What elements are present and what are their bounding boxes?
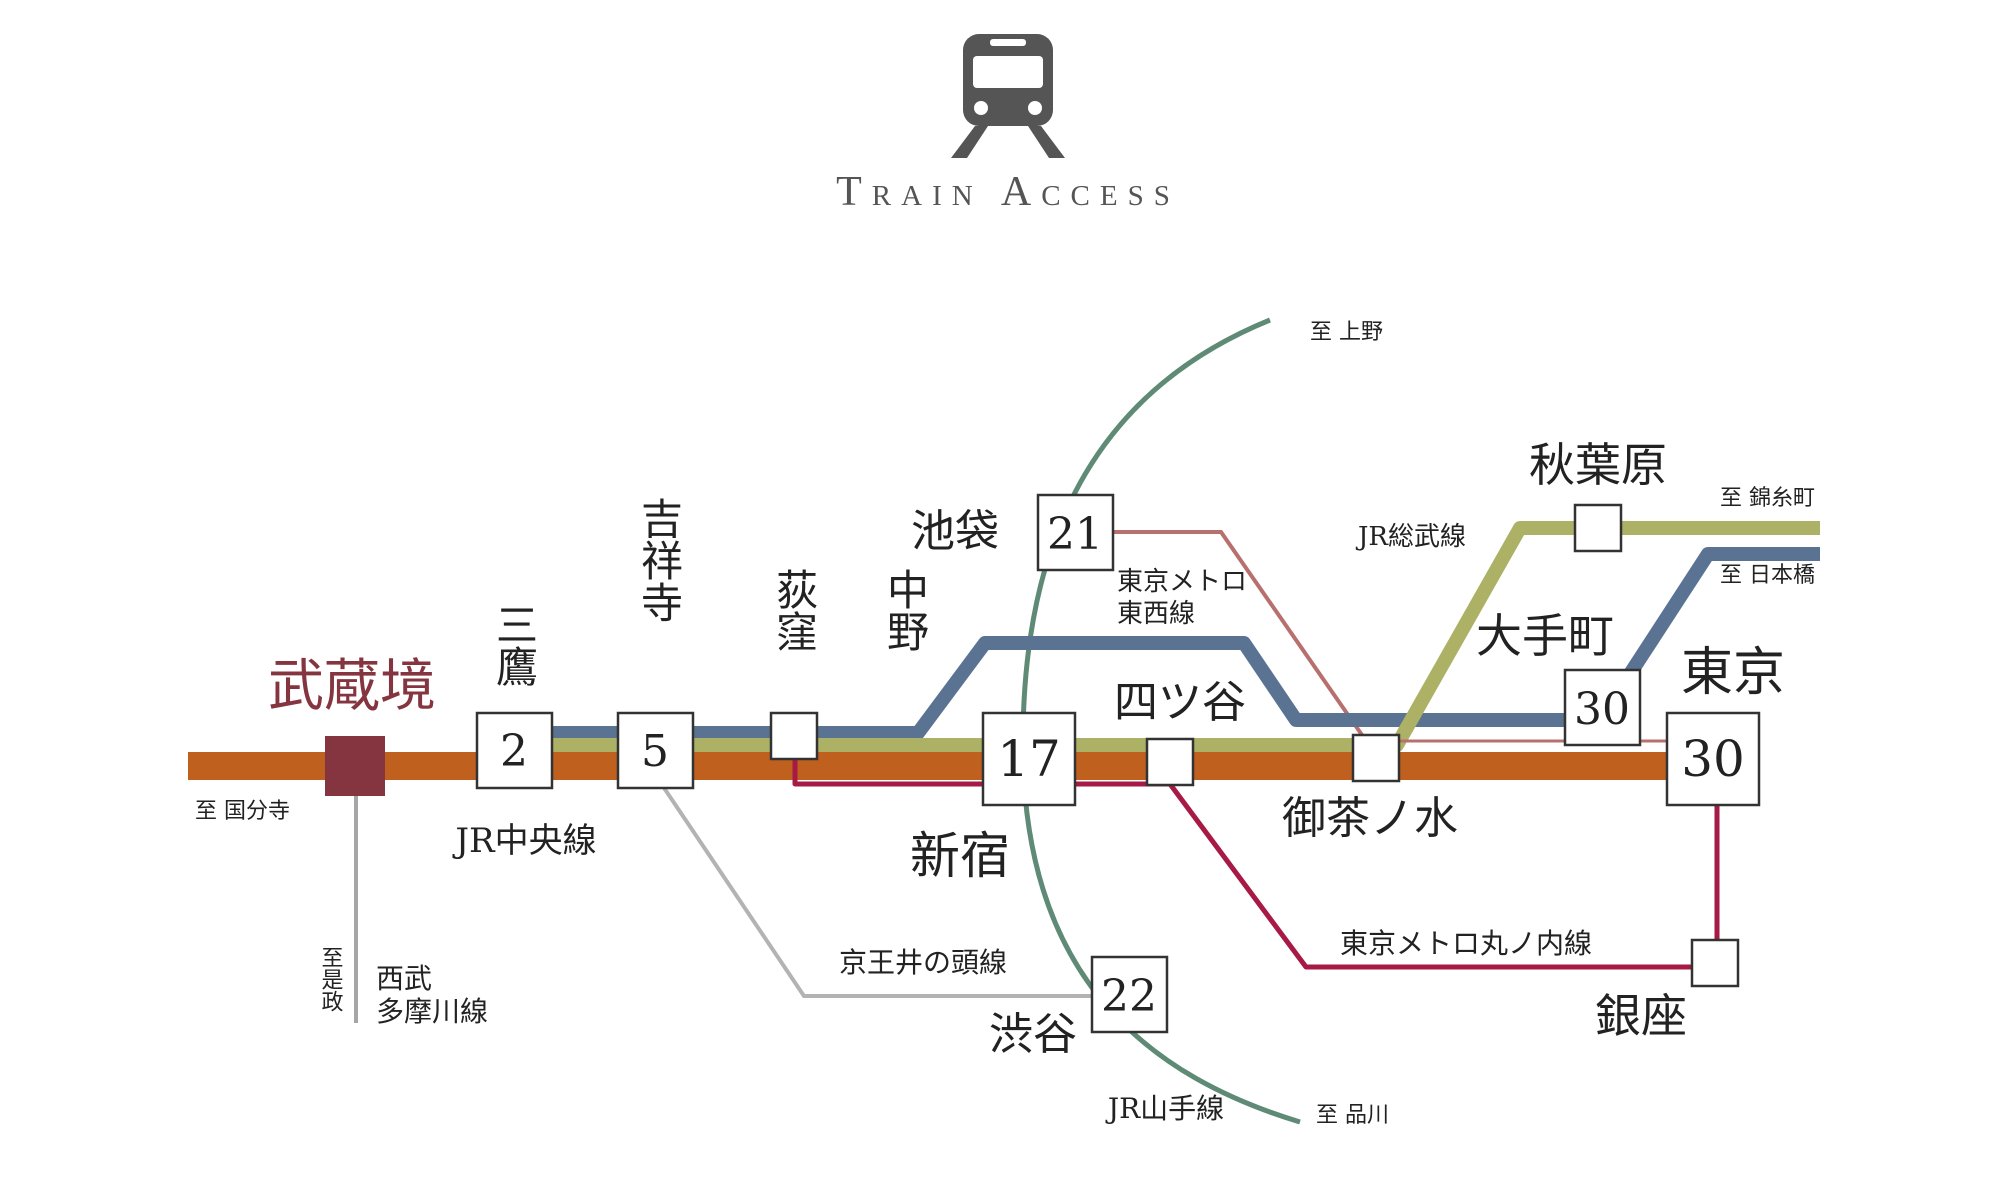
seibu-line-label-1: 西武 bbox=[376, 962, 432, 995]
ikebukuro-name: 池袋 bbox=[911, 506, 999, 557]
station-otemachi: 30 bbox=[1563, 668, 1642, 747]
yotsuya-name: 四ツ谷 bbox=[1114, 677, 1246, 728]
shinjuku-minutes: 17 bbox=[997, 730, 1061, 788]
station-shinjuku: 17 bbox=[981, 711, 1077, 807]
ogikubo-name: 荻窪 bbox=[770, 568, 819, 652]
direction-shinagawa: 至 品川 bbox=[1316, 1103, 1389, 1128]
tokyo-name: 東京 bbox=[1681, 643, 1785, 703]
ginza-name: 銀座 bbox=[1595, 989, 1687, 1043]
tozai-line-label-1: 東京メトロ bbox=[1117, 567, 1247, 597]
station-ginza bbox=[1690, 938, 1740, 988]
otemachi-minutes: 30 bbox=[1574, 684, 1630, 735]
ochanomizu-name: 御茶ノ水 bbox=[1282, 793, 1458, 844]
kichijoji-minutes: 5 bbox=[641, 726, 669, 777]
mitaka-minutes: 2 bbox=[500, 726, 528, 777]
akihabara-name: 秋葉原 bbox=[1529, 438, 1667, 492]
origin-station-marker bbox=[325, 736, 385, 796]
marunouchi-line-label: 東京メトロ丸ノ内線 bbox=[1340, 927, 1592, 960]
nakano-name: 中野 bbox=[881, 568, 930, 652]
tozai-line bbox=[490, 547, 1820, 740]
station-mitaka: 2 bbox=[475, 711, 554, 790]
sobu-line-label: JR総武線 bbox=[1355, 522, 1466, 552]
keio-inokashira-line bbox=[654, 774, 1093, 998]
direction-kinshicho: 至 錦糸町 bbox=[1720, 486, 1815, 511]
keio-line-label: 京王井の頭線 bbox=[839, 946, 1007, 979]
train-icon bbox=[951, 34, 1065, 158]
otemachi-name: 大手町 bbox=[1476, 609, 1614, 663]
yamanote-line-label: JR山手線 bbox=[1105, 1092, 1224, 1125]
origin-station-name: 武蔵境 bbox=[268, 654, 436, 719]
direction-koremasa: 至是政 bbox=[318, 946, 344, 1012]
page-title: Train Access bbox=[836, 169, 1180, 215]
sobu-line bbox=[490, 521, 1820, 752]
mitaka-name: 三鷹 bbox=[490, 603, 539, 687]
station-ogikubo bbox=[769, 711, 819, 761]
tozai-line-label-2: 東西線 bbox=[1117, 599, 1195, 629]
chuo-line-label: JR中央線 bbox=[452, 821, 596, 861]
station-shibuya: 22 bbox=[1090, 955, 1169, 1034]
station-kichijoji: 5 bbox=[616, 711, 695, 790]
tokyo-minutes: 30 bbox=[1681, 730, 1745, 788]
station-ikebukuro: 21 bbox=[1036, 493, 1115, 572]
station-akihabara bbox=[1573, 503, 1623, 553]
shibuya-minutes: 22 bbox=[1101, 971, 1157, 1022]
station-yotsuya bbox=[1145, 737, 1195, 787]
direction-nihonbashi: 至 日本橋 bbox=[1720, 563, 1815, 588]
shibuya-name: 渋谷 bbox=[989, 1009, 1077, 1060]
seibu-line-label-2: 多摩川線 bbox=[376, 995, 488, 1028]
station-ochanomizu bbox=[1351, 733, 1401, 783]
direction-kokubunji: 至 国分寺 bbox=[195, 799, 290, 824]
direction-ueno: 至 上野 bbox=[1310, 320, 1383, 345]
station-tokyo: 30 bbox=[1665, 711, 1761, 807]
tozai-branch-line bbox=[1110, 530, 1364, 737]
ikebukuro-minutes: 21 bbox=[1047, 509, 1103, 560]
kichijoji-name: 吉祥寺 bbox=[635, 497, 684, 623]
shinjuku-name: 新宿 bbox=[910, 827, 1010, 885]
